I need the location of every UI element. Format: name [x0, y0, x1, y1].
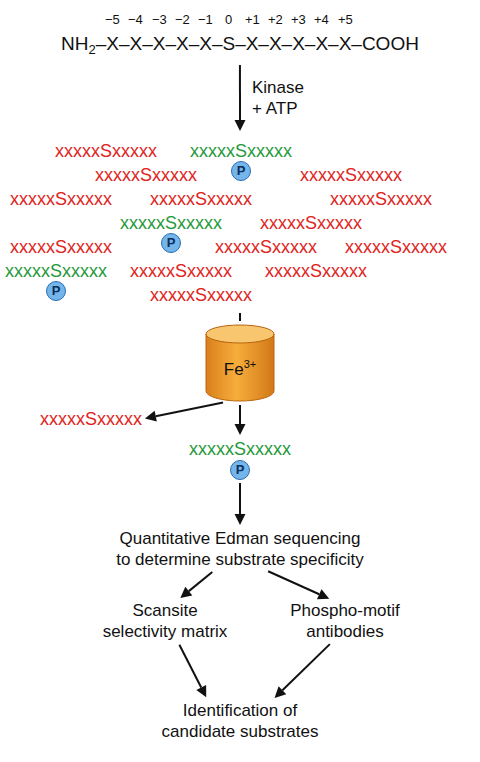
connector-arrow [235, 405, 246, 435]
residue-chain: –X–X–X–X–X–S–X–X–X–X–X–COOH [96, 33, 419, 54]
step-text: Phospho-motif antibodies [280, 600, 410, 642]
step-text: Scansite selectivity matrix [100, 600, 230, 642]
peptide: xxxxxSxxxxx [265, 260, 367, 282]
peptide: xxxxxSxxxxx [95, 164, 197, 186]
peptide: xxxxxSxxxxx [130, 260, 232, 282]
sequence-line: NH2–X–X–X–X–X–S–X–X–X–X–X–COOH [61, 32, 419, 62]
peptide: xxxxxSxxxxx [300, 164, 402, 186]
peptide: xxxxxSxxxxx [260, 212, 362, 234]
peptide: xxxxxSxxxxx [10, 188, 112, 210]
peptide: xxxxxSxxxxx [345, 236, 447, 258]
peptide-mixture: xxxxxSxxxxxxxxxxSxxxxxPxxxxxSxxxxxxxxxxS… [0, 134, 480, 310]
connector-arrow [180, 572, 212, 598]
peptide: xxxxxSxxxxx [330, 188, 432, 210]
method-text: Quantitative Edman sequencing to determi… [113, 528, 367, 570]
flow-through-peptide: xxxxxSxxxxx [40, 408, 142, 430]
step-text: Quantitative Edman sequencing to determi… [113, 528, 367, 570]
peptide: xxxxxSxxxxx [150, 188, 252, 210]
connector-arrow [268, 571, 329, 599]
phosphopeptide: xxxxxSxxxxx [190, 140, 292, 162]
peptide: xxxxxSxxxxx [150, 284, 252, 306]
method-text: Phospho-motif antibodies [280, 600, 410, 642]
phosphopeptide: xxxxxSxxxxxP [189, 438, 291, 480]
peptide-sequence: NH2–X–X–X–X–X–S–X–X–X–X–X–COOH [61, 32, 419, 62]
position-number: +4 [314, 12, 329, 28]
position-number: −5 [105, 12, 120, 28]
peptide: xxxxxSxxxxx [215, 236, 317, 258]
peptide: xxxxxSxxxxx [55, 140, 157, 162]
column-label: Fe3+ [205, 354, 275, 380]
edge-label: Kinase + ATP [252, 77, 314, 119]
position-number: +5 [338, 12, 353, 28]
phosphopeptide: xxxxxSxxxxx [120, 212, 222, 234]
terminus-label: NH [61, 33, 88, 54]
result-text: Identification of candidate substrates [159, 700, 321, 742]
connector-arrow [240, 313, 241, 321]
connector-arrow [275, 644, 330, 698]
phosphate-circle: P [161, 233, 181, 253]
iron-column: Fe3+ [205, 324, 275, 402]
connector-arrow [145, 403, 223, 422]
phosphopeptide-text: xxxxxSxxxxx [189, 438, 291, 460]
position-number: −2 [175, 12, 190, 28]
method-text: Scansite selectivity matrix [100, 600, 230, 642]
connector-arrow [235, 483, 246, 525]
phosphate-circle: P [231, 161, 251, 181]
position-number: −1 [198, 12, 213, 28]
connector-arrow [179, 645, 206, 698]
position-number: +1 [245, 12, 260, 28]
charge: 3+ [244, 358, 257, 370]
position-number: 0 [225, 12, 232, 28]
element-symbol: Fe [224, 360, 244, 379]
phosphate-circle: P [46, 281, 66, 301]
phosphopeptide: xxxxxSxxxxx [5, 260, 107, 282]
phosphate-circle: P [230, 460, 250, 480]
flow-through-peptide-text: xxxxxSxxxxx [40, 408, 142, 430]
step-text: Identification of candidate substrates [159, 700, 321, 742]
position-number: +3 [291, 12, 306, 28]
connector-arrow [234, 65, 245, 131]
position-number: +2 [268, 12, 283, 28]
subscript: 2 [88, 42, 95, 57]
peptide: xxxxxSxxxxx [10, 236, 112, 258]
position-number: −4 [128, 12, 143, 28]
position-number: −3 [152, 12, 167, 28]
